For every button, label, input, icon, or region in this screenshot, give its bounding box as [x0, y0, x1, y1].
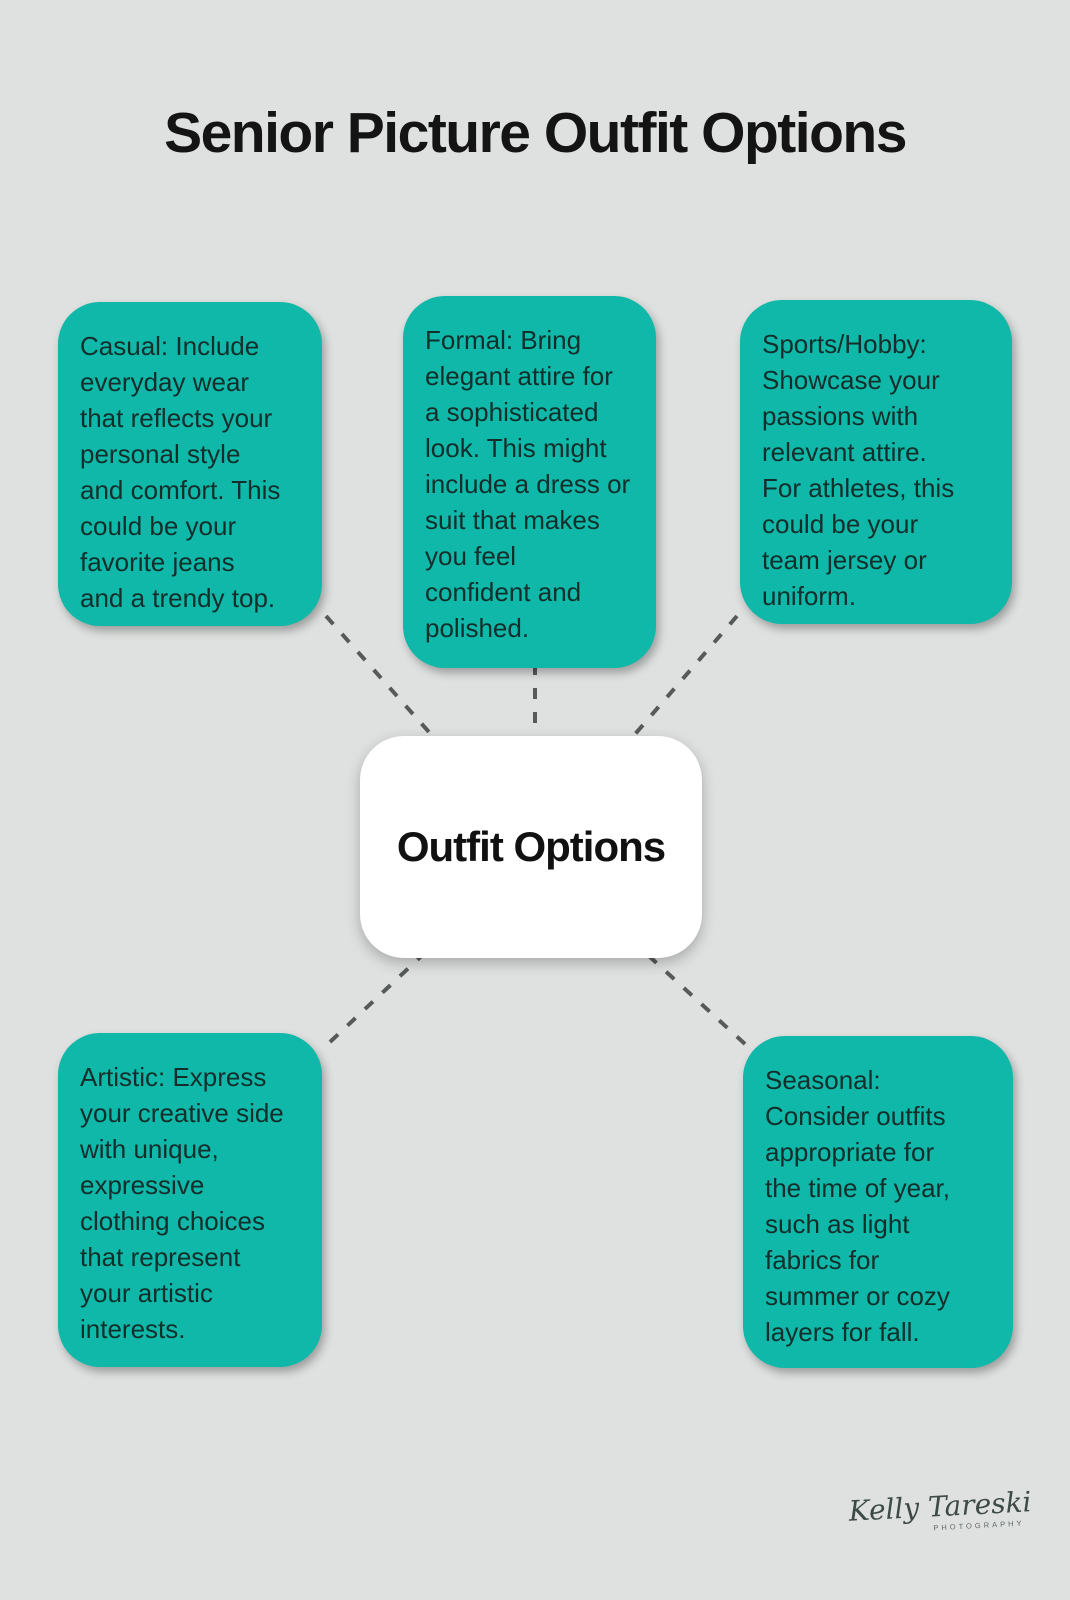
- node-casual: Casual: Include everyday wear that refle…: [58, 302, 322, 626]
- connector-seasonal-center: [636, 944, 747, 1046]
- node-formal: Formal: Bring elegant attire for a sophi…: [403, 296, 656, 668]
- node-sports-hobby: Sports/Hobby: Showcase your passions wit…: [740, 300, 1012, 624]
- connector-casual-center: [324, 614, 438, 742]
- node-artistic-text: Artistic: Express your creative side wit…: [80, 1062, 284, 1344]
- center-node-label: Outfit Options: [396, 823, 666, 870]
- node-sports-hobby-text: Sports/Hobby: Showcase your passions wit…: [762, 329, 955, 611]
- node-seasonal: Seasonal: Consider outfits appropriate f…: [743, 1036, 1013, 1368]
- node-formal-text: Formal: Bring elegant attire for a sophi…: [425, 325, 631, 643]
- node-casual-text: Casual: Include everyday wear that refle…: [80, 331, 281, 613]
- connector-artistic-center: [328, 944, 434, 1044]
- page-title: Senior Picture Outfit Options: [164, 101, 907, 165]
- center-node: Outfit Options: [360, 736, 702, 958]
- connector-sports-center: [628, 614, 739, 742]
- node-seasonal-text: Seasonal: Consider outfits appropriate f…: [765, 1065, 950, 1347]
- node-artistic: Artistic: Express your creative side wit…: [58, 1033, 322, 1367]
